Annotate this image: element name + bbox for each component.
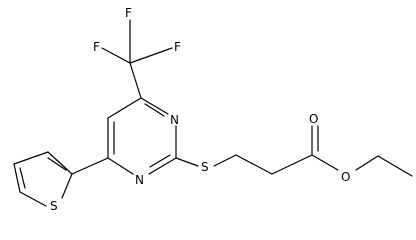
bond-c2-s <box>175 157 199 167</box>
molecule-svg: F F F N N S S O O <box>13 6 413 213</box>
atom-n2: N <box>135 173 144 187</box>
bond-c-oester <box>311 154 339 171</box>
bond-ch2-ch2 <box>235 154 273 175</box>
bond-ethyl <box>377 155 413 177</box>
atom-labels: F F F N N S S O O <box>50 6 350 213</box>
atom-f3: F <box>174 40 181 54</box>
atom-f2: F <box>93 40 100 54</box>
thiophene-ring <box>13 151 109 207</box>
bond-c4-thiophene <box>71 157 109 175</box>
bond-th-c2-c3 <box>47 151 73 175</box>
trifluoromethyl-group <box>101 19 173 99</box>
bond-c6-n1-inner <box>144 103 165 117</box>
bond-c-f2 <box>101 47 131 64</box>
molecule-structure-diagram: F F F N N S S O O <box>13 6 413 213</box>
atom-o-carbonyl: O <box>309 112 318 126</box>
bond-c2-n3 <box>148 157 177 175</box>
bond-th-c4-c5-inner <box>19 167 26 189</box>
bond-th-c5-s <box>19 191 47 207</box>
atom-o-ester: O <box>341 170 350 184</box>
bond-th-c2-c3-inner <box>47 157 67 171</box>
bond-th-c3-c4 <box>13 151 49 165</box>
atom-s-link: S <box>201 160 209 174</box>
bond-c5-c6 <box>107 97 142 119</box>
atom-f1: F <box>125 6 132 20</box>
bond-n3-c4 <box>107 157 134 175</box>
bond-ring-cf3 <box>129 62 142 99</box>
bond-c2-n3-inner <box>149 154 171 168</box>
bond-th-c4-c5 <box>13 163 21 193</box>
propanoate-chain <box>175 125 413 177</box>
pyrimidine-ring <box>107 97 177 175</box>
atom-n1: N <box>170 113 179 127</box>
bond-th-s-c2 <box>61 173 73 199</box>
bond-oester-ch2 <box>355 155 379 171</box>
atom-s-thiophene: S <box>50 199 58 213</box>
bond-c-f3 <box>129 47 173 64</box>
bond-c6-n1 <box>140 97 169 115</box>
bond-s-ch2 <box>213 154 237 167</box>
bond-ch2-carbonyl <box>271 154 313 175</box>
